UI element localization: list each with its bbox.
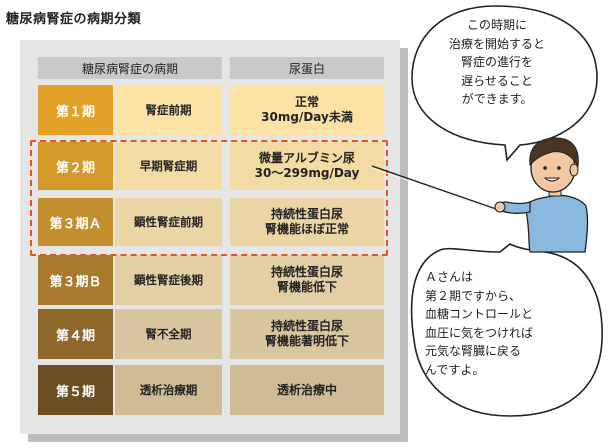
protein-line: 腎機能ほぼ正常 <box>264 222 349 236</box>
stage-label: 第４期 <box>38 309 113 359</box>
protein-cell: 持続性蛋白尿 腎機能著明低下 <box>230 309 384 359</box>
protein-line: 腎機能低下 <box>276 280 337 294</box>
speech-text-top: この時期に 治療を開始すると 腎症の進行を 遅らせること ができます。 <box>422 16 572 109</box>
speech-text-bottom: Ａさんは 第２期ですから、 血糖コントロールと 血圧に気をつければ 元気な腎臓に… <box>425 268 585 380</box>
stage-name: 腎症前期 <box>115 85 222 135</box>
speech-line: 血糖コントロールと <box>425 307 534 322</box>
pointer-stick <box>371 165 500 211</box>
protein-cell: 透析治療中 <box>230 365 384 415</box>
speech-bubble-bottom <box>410 243 603 417</box>
stage-label: 第３期Ａ <box>38 198 113 246</box>
protein-cell: 持続性蛋白尿 腎機能ほぼ正常 <box>230 198 384 246</box>
page-title: 糖尿病腎症の病期分類 <box>6 12 142 27</box>
stage-name: 顕性腎症前期 <box>115 198 222 246</box>
stage-label: 第３期Ｂ <box>38 255 113 305</box>
protein-line: 微量アルブミン尿 <box>259 151 355 165</box>
stage-name: 顕性腎症後期 <box>115 255 222 305</box>
stage-label: 第１期 <box>38 85 113 135</box>
stage-label: 第５期 <box>38 365 113 415</box>
protein-line: 正常 <box>294 95 319 109</box>
protein-line: 持続性蛋白尿 <box>270 265 343 279</box>
speech-line: 遅らせること <box>461 73 533 88</box>
speech-bubble-top <box>411 5 598 162</box>
stage-name: 透析治療期 <box>115 365 222 415</box>
protein-line: 持続性蛋白尿 <box>270 207 343 221</box>
speech-line: ができます。 <box>461 92 533 107</box>
speech-line: Ａさんは <box>425 270 474 284</box>
header-stage: 糖尿病腎症の病期 <box>38 57 222 79</box>
protein-line: 透析治療中 <box>276 382 337 397</box>
stage-label: 第２期 <box>38 142 113 190</box>
protein-line: 持続性蛋白尿 <box>270 319 343 333</box>
speech-line: 治療を開始すると <box>448 36 545 51</box>
speech-line: 血圧に気をつければ <box>425 325 534 340</box>
speech-line: 元気な腎臓に戻る <box>425 344 522 359</box>
protein-line: 腎機能著明低下 <box>264 334 349 348</box>
protein-cell: 微量アルブミン尿 30〜299mg/Day <box>230 142 384 190</box>
speech-line: 腎症の進行を <box>460 55 533 70</box>
protein-cell: 正常 30mg/Day未満 <box>230 85 384 135</box>
protein-line: 30〜299mg/Day <box>254 166 360 180</box>
doctor-character <box>494 137 589 253</box>
speech-line: この時期に <box>466 18 527 32</box>
protein-cell: 持続性蛋白尿 腎機能低下 <box>230 255 384 305</box>
protein-line: 30mg/Day未満 <box>261 110 353 124</box>
speech-line: 第２期ですから、 <box>425 288 522 303</box>
speech-line: んですよ。 <box>425 362 485 377</box>
stage-name: 早期腎症期 <box>115 142 222 190</box>
header-protein: 尿蛋白 <box>230 57 384 79</box>
stage-name: 腎不全期 <box>115 309 222 359</box>
